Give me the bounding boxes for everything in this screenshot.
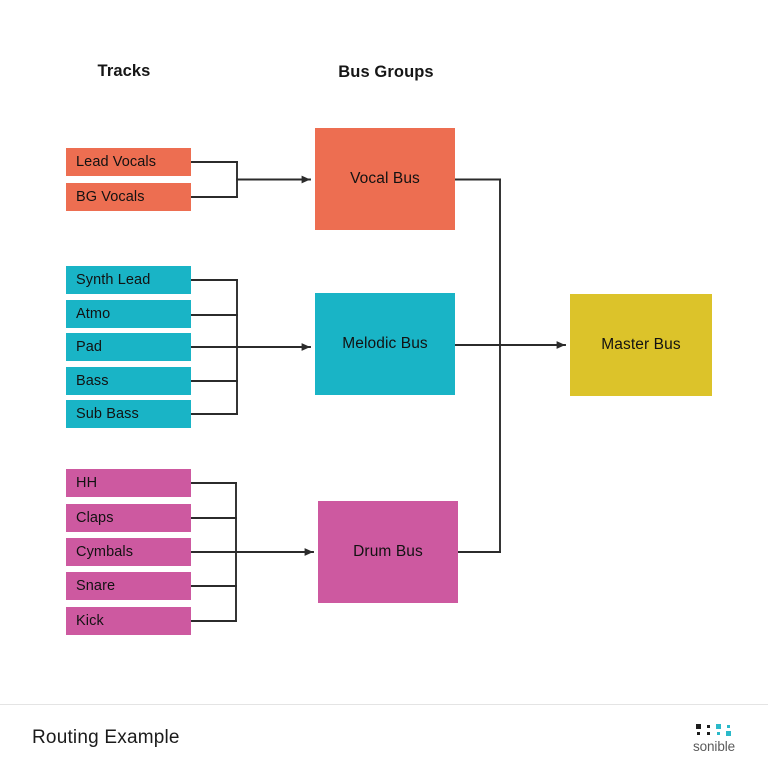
sonible-logo: sonible bbox=[686, 723, 742, 763]
column-heading-bus-groups: Bus Groups bbox=[338, 63, 434, 81]
track-chip-synth-lead[interactable]: Synth Lead bbox=[66, 266, 191, 294]
track-chip-atmo[interactable]: Atmo bbox=[66, 300, 191, 328]
track-chip-sub-bass[interactable]: Sub Bass bbox=[66, 400, 191, 428]
column-heading-tracks: Tracks bbox=[97, 62, 151, 80]
slide-title: Routing Example bbox=[32, 727, 180, 748]
track-chip-lead-vocals[interactable]: Lead Vocals bbox=[66, 148, 191, 176]
bus-box-vocal[interactable]: Vocal Bus bbox=[315, 128, 455, 230]
bus-box-melodic[interactable]: Melodic Bus bbox=[315, 293, 455, 395]
sonible-wordmark: sonible bbox=[692, 739, 736, 754]
track-chip-cymbals[interactable]: Cymbals bbox=[66, 538, 191, 566]
track-chip-hh[interactable]: HH bbox=[66, 469, 191, 497]
track-chip-kick[interactable]: Kick bbox=[66, 607, 191, 635]
sonible-dot-grid bbox=[696, 724, 731, 736]
track-chip-bg-vocals[interactable]: BG Vocals bbox=[66, 183, 191, 211]
track-chip-pad[interactable]: Pad bbox=[66, 333, 191, 361]
bus-box-master[interactable]: Master Bus bbox=[570, 294, 712, 396]
footer-divider bbox=[0, 704, 768, 705]
track-chip-bass[interactable]: Bass bbox=[66, 367, 191, 395]
bus-box-drum[interactable]: Drum Bus bbox=[318, 501, 458, 603]
track-chip-claps[interactable]: Claps bbox=[66, 504, 191, 532]
footer: Routing Example sonible bbox=[0, 705, 768, 777]
routing-diagram: Tracks Bus Groups Lead Vocals BG Vocals … bbox=[66, 62, 712, 635]
track-chip-snare[interactable]: Snare bbox=[66, 572, 191, 600]
